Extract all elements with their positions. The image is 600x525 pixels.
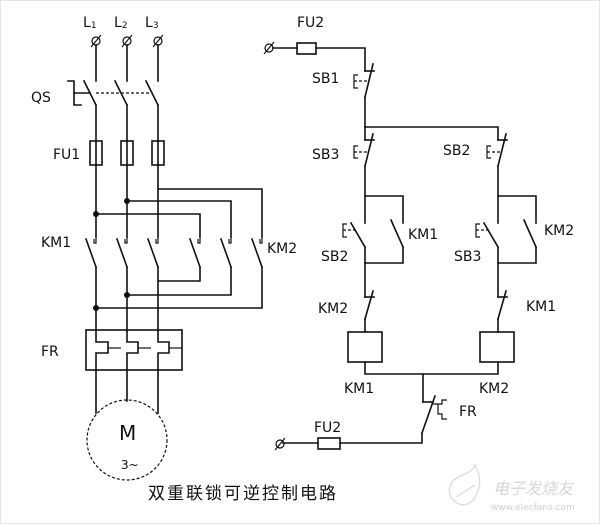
- km2-holding-label: KM2: [544, 223, 574, 239]
- qs-switch-icon: [67, 79, 160, 107]
- km2-out-l2: [126, 266, 232, 296]
- motor-sub-label: 3~: [121, 458, 139, 472]
- km1-interlock-contact-icon: [497, 290, 508, 320]
- km2-main-label: KM2: [267, 241, 297, 257]
- sb3-nc-button-icon: [353, 126, 375, 167]
- km2-coil-label: KM2: [479, 381, 509, 397]
- fr-control-label: FR: [459, 404, 477, 420]
- sb1-label: SB1: [312, 71, 339, 87]
- terminal-bottom-icon: [274, 437, 286, 451]
- fu1-fuse-icon: [89, 140, 165, 166]
- phase-label-l2: L2: [114, 15, 128, 31]
- junction-dot: [93, 305, 99, 311]
- watermark-brand: 电子发烧友: [493, 479, 575, 498]
- km1-main-contacts-icon: [84, 237, 160, 269]
- motor-icon: [86, 399, 168, 481]
- wire: [364, 361, 499, 375]
- km2-holding-contact-icon: [522, 218, 538, 249]
- sb2-nc-button-icon: [486, 133, 508, 167]
- km2-coil-icon: [479, 331, 515, 363]
- sb3-nc-label: SB3: [312, 147, 339, 163]
- diagram-title: 双重联锁可逆控制电路: [148, 484, 338, 504]
- sb2-no-label: SB2: [321, 249, 348, 265]
- km2-feed-l1: [95, 213, 201, 238]
- qs-label: QS: [31, 90, 51, 106]
- km1-holding-label: KM1: [408, 227, 438, 243]
- km1-main-label: KM1: [41, 235, 71, 251]
- sb3-no-button-icon: [475, 221, 500, 249]
- km2-out-l1: [95, 266, 263, 309]
- fr-thermal-element-icon: [85, 329, 183, 371]
- fr-nc-contact-icon: [420, 394, 447, 435]
- sb3-no-label: SB3: [454, 249, 481, 265]
- junction-dot: [124, 198, 130, 204]
- wire: [339, 432, 423, 444]
- wire: [315, 47, 366, 72]
- km1-interlock-label: KM1: [526, 299, 556, 315]
- motor-label: M: [119, 421, 136, 445]
- watermark-logo-icon: [448, 463, 481, 506]
- wire: [497, 246, 537, 264]
- fr-main-label: FR: [41, 344, 59, 360]
- km2-interlock-label: KM2: [318, 301, 348, 317]
- control-circuit: FU2 SB1 SB3 SB2: [263, 15, 574, 451]
- km2-out-l3: [157, 266, 201, 282]
- watermark-url: www.elecfans.com: [491, 503, 575, 513]
- wire: [364, 246, 404, 264]
- watermark: 电子发烧友 www.elecfans.com: [448, 463, 575, 513]
- phase-label-l1: L1: [83, 15, 97, 31]
- phase-label-l3: L3: [145, 15, 159, 31]
- fu2-top-fuse-icon: [296, 42, 317, 55]
- wire: [497, 195, 537, 224]
- km2-feed-l2: [126, 200, 232, 238]
- km1-coil-icon: [347, 331, 383, 363]
- km1-coil-label: KM1: [344, 381, 374, 397]
- fu2-bottom-label: FU2: [314, 420, 341, 436]
- sb2-nc-label: SB2: [443, 143, 470, 159]
- wire: [364, 195, 404, 224]
- fu2-top-label: FU2: [297, 15, 324, 31]
- main-circuit: L1 L2 L3 QS FU1: [31, 15, 297, 481]
- km2-main-contacts-icon: [188, 237, 264, 269]
- fu1-label: FU1: [53, 147, 80, 163]
- sb1-stop-button-icon: [353, 63, 375, 98]
- sb2-no-button-icon: [342, 221, 367, 249]
- junction-dot: [124, 292, 130, 298]
- junction-dot: [93, 211, 99, 217]
- km1-holding-contact-icon: [389, 218, 405, 249]
- km2-feed-l3: [157, 188, 263, 238]
- wire: [364, 126, 499, 141]
- fu2-bottom-fuse-icon: [317, 437, 341, 450]
- km2-interlock-contact-icon: [364, 290, 375, 320]
